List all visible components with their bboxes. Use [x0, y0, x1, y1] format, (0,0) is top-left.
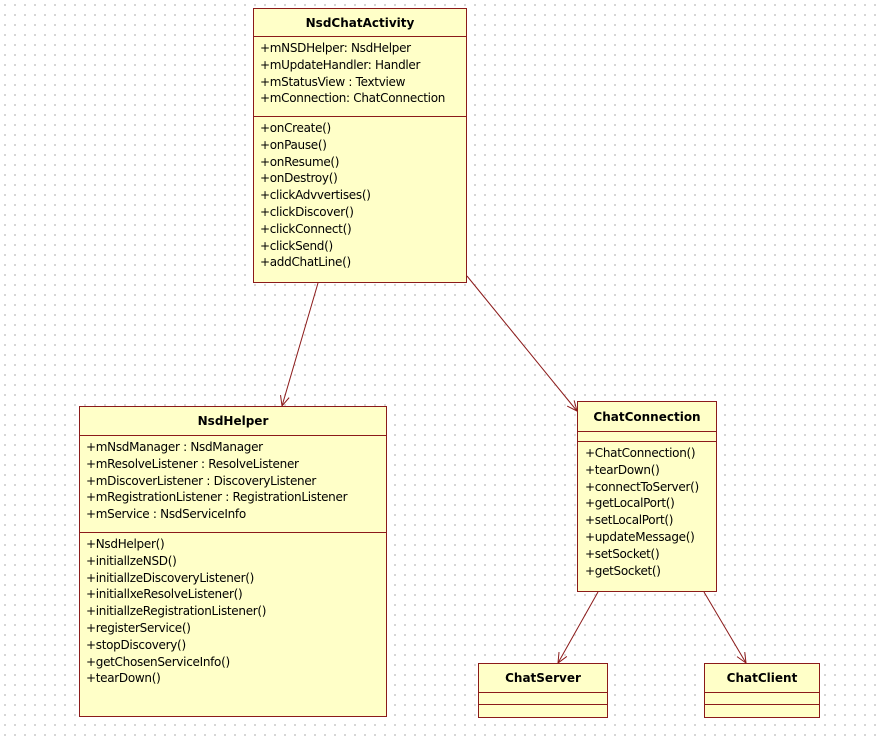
class-name: NsdChatActivity	[254, 9, 466, 37]
operation-row: +clickAdvvertises()	[260, 188, 371, 203]
operation-row: +initiallxeResolveListener()	[86, 587, 243, 602]
operation-row: +getSocket()	[585, 563, 661, 578]
operation-row: +getLocalPort()	[585, 496, 675, 511]
operation-row: +clickDiscover()	[260, 204, 354, 219]
class-box-nsdchatactivity[interactable]: NsdChatActivity +mNSDHelper: NsdHelper +…	[253, 8, 467, 283]
operations-section: +onCreate() +onPause() +onResume() +onDe…	[254, 117, 466, 271]
attribute-row: +mUpdateHandler: Handler	[260, 57, 421, 72]
operations-section: +ChatConnection() +tearDown() +connectTo…	[578, 442, 716, 579]
operation-row: +tearDown()	[585, 462, 660, 477]
attribute-row: +mConnection: ChatConnection	[260, 91, 446, 106]
attributes-section	[578, 432, 716, 442]
class-box-chatconnection[interactable]: ChatConnection +ChatConnection() +tearDo…	[577, 401, 717, 592]
class-name: NsdHelper	[80, 407, 386, 436]
operation-row: +onDestroy()	[260, 171, 338, 186]
operation-row: +setSocket()	[585, 546, 660, 561]
class-box-chatclient[interactable]: ChatClient	[704, 663, 820, 718]
association-line[interactable]	[557, 591, 599, 664]
class-box-nsdhelper[interactable]: NsdHelper +mNsdManager : NsdManager +mRe…	[79, 406, 387, 717]
attribute-row: +mResolveListener : ResolveListener	[86, 456, 299, 471]
attribute-row: +mStatusView : Textview	[260, 74, 406, 89]
operation-row: +NsdHelper()	[86, 537, 165, 551]
operation-row: +registerService()	[86, 620, 191, 635]
class-name: ChatServer	[479, 664, 607, 693]
attribute-row: +mDiscoverListener : DiscoveryListener	[86, 473, 317, 488]
association-line[interactable]	[703, 591, 747, 664]
operation-row: +getChosenServiceInfo()	[86, 654, 230, 669]
attributes-section	[479, 693, 607, 705]
association-line[interactable]	[466, 275, 578, 412]
attributes-section: +mNSDHelper: NsdHelper +mUpdateHandler: …	[254, 37, 466, 117]
operation-row: +onResume()	[260, 154, 340, 169]
attribute-row: +mNSDHelper: NsdHelper	[260, 41, 411, 55]
operation-row: +stopDiscovery()	[86, 637, 186, 652]
operation-row: +initiallzeNSD()	[86, 553, 177, 568]
class-name: ChatConnection	[578, 402, 716, 432]
attribute-row: +mRegistrationListener : RegistrationLis…	[86, 490, 348, 505]
operation-row: +updateMessage()	[585, 529, 695, 544]
attribute-row: +mNsdManager : NsdManager	[86, 440, 263, 454]
class-box-chatserver[interactable]: ChatServer	[478, 663, 608, 718]
operation-row: +ChatConnection()	[585, 446, 696, 460]
operation-row: +addChatLine()	[260, 255, 351, 270]
attributes-section: +mNsdManager : NsdManager +mResolveListe…	[80, 436, 386, 533]
attributes-section	[705, 693, 819, 705]
operation-row: +connectToServer()	[585, 479, 699, 494]
association-line[interactable]	[281, 282, 319, 407]
operation-row: +initiallzeRegistrationListener()	[86, 604, 267, 619]
operation-row: +initiallzeDiscoveryListener()	[86, 570, 255, 585]
operation-row: +onCreate()	[260, 121, 331, 135]
operation-row: +clickConnect()	[260, 221, 352, 236]
operation-row: +tearDown()	[86, 671, 161, 686]
attribute-row: +mService : NsdServiceInfo	[86, 507, 246, 522]
operation-row: +clickSend()	[260, 238, 333, 253]
operation-row: +onPause()	[260, 137, 327, 152]
class-name: ChatClient	[705, 664, 819, 693]
operations-section: +NsdHelper() +initiallzeNSD() +initiallz…	[80, 533, 386, 687]
operation-row: +setLocalPort()	[585, 513, 674, 528]
